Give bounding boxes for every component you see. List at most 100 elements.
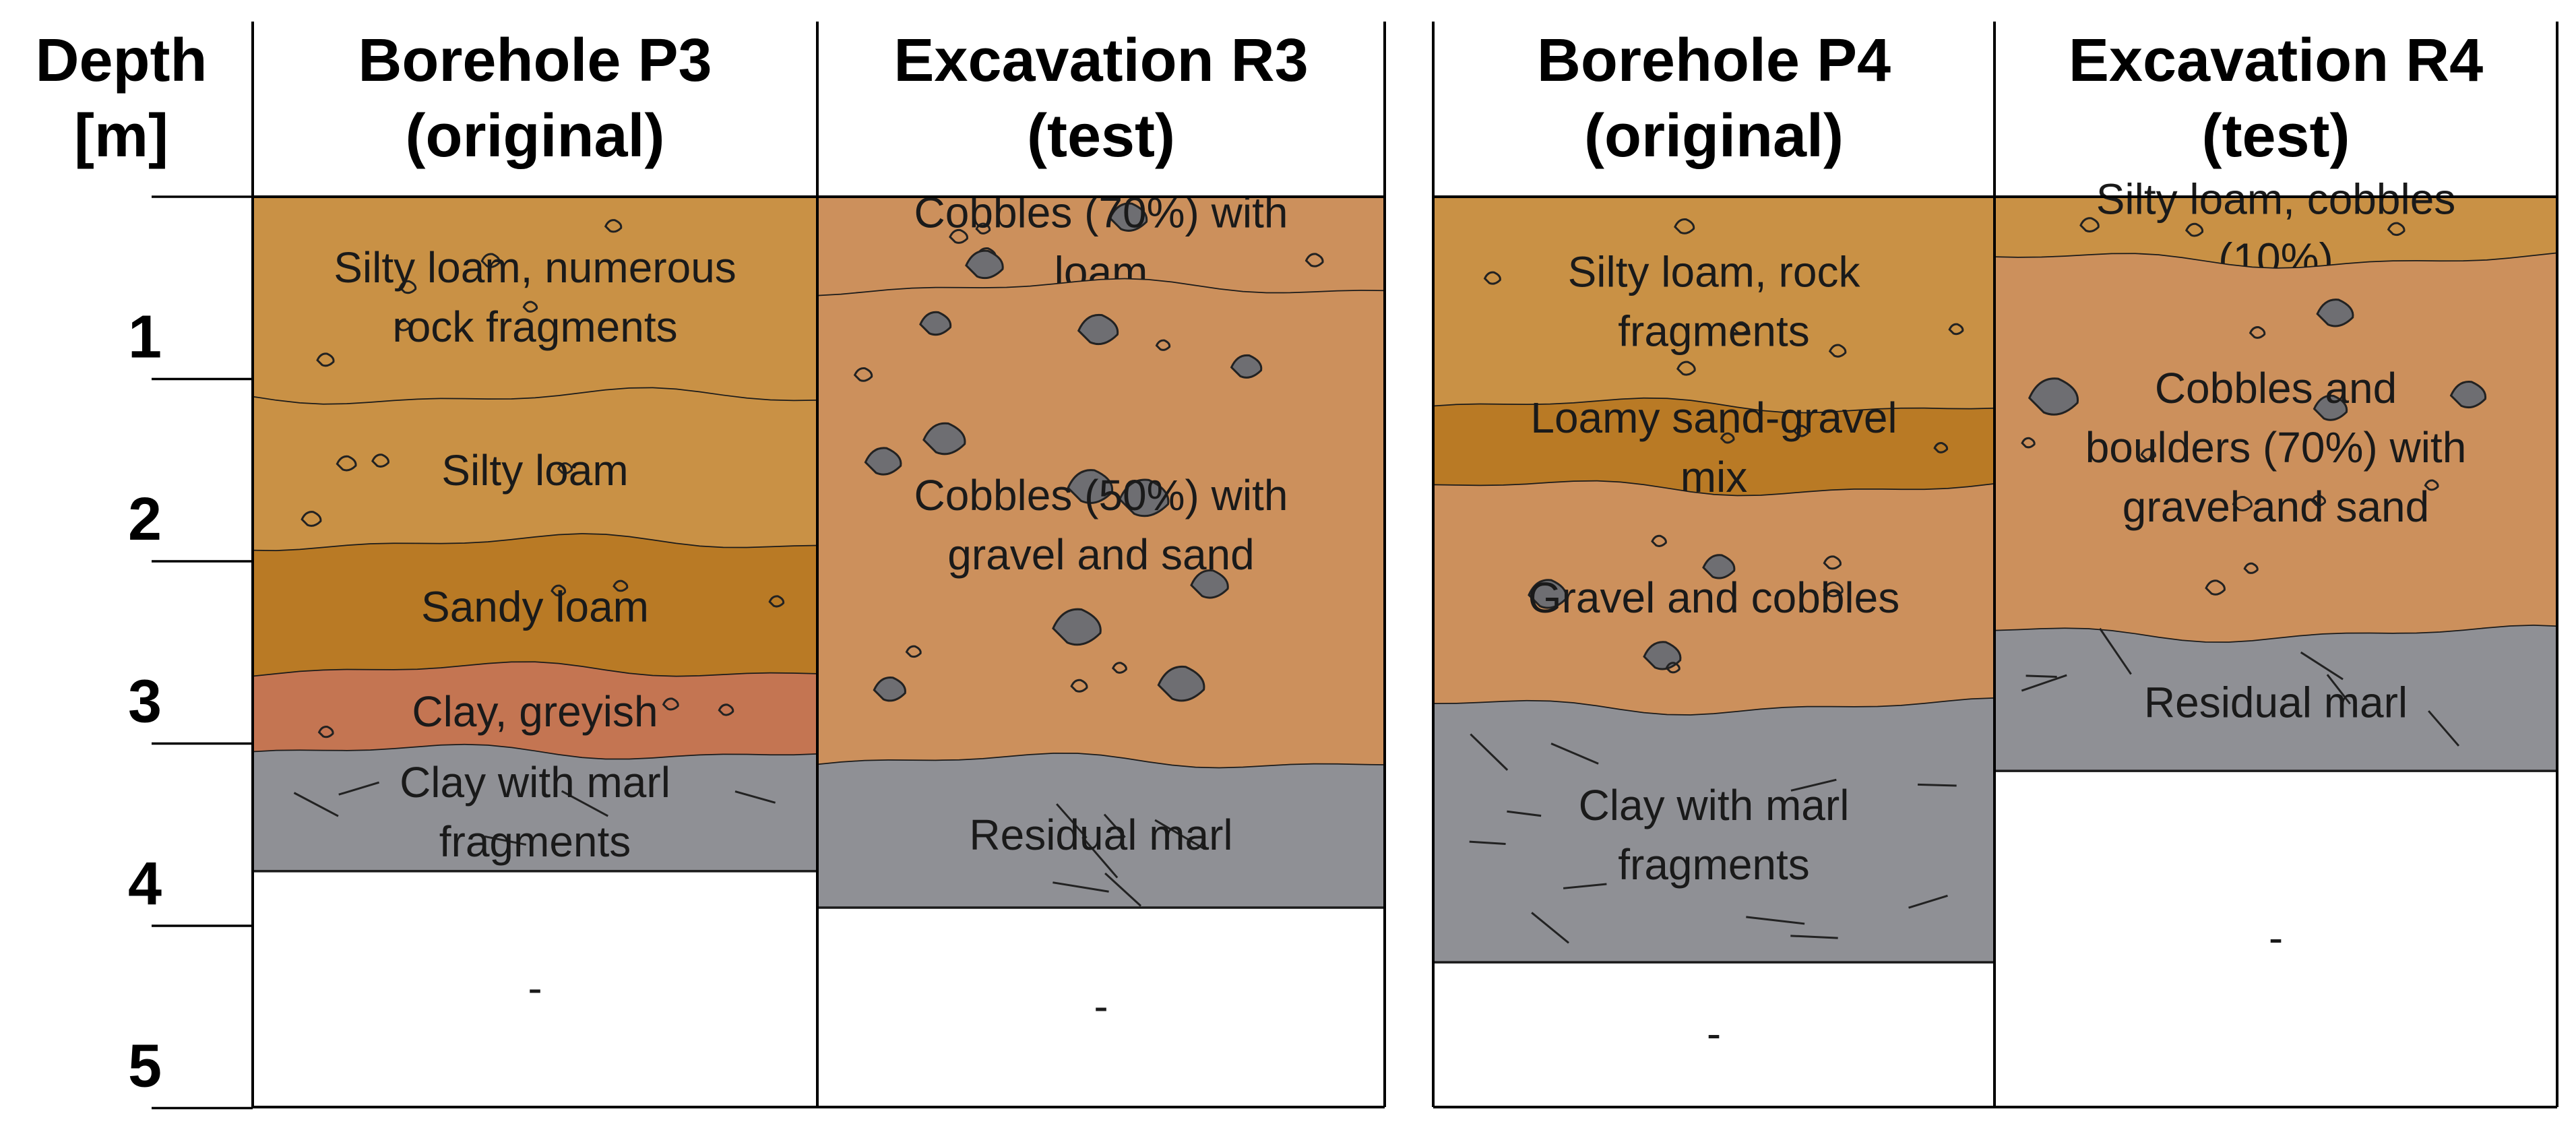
rock-fragment <box>301 511 322 527</box>
column-title-line: Borehole P3 <box>358 27 712 94</box>
rock-fragment <box>1823 555 1842 570</box>
column-title-line: Excavation R4 <box>2069 27 2483 94</box>
layer-label-line: rock fragments <box>392 303 677 351</box>
rock-fragment <box>2316 298 2354 327</box>
soil-layer: Clay with marl fragments <box>253 745 817 873</box>
soil-layer: Silty loam, cobbles(10%) <box>1994 175 2558 282</box>
rock-fragment <box>398 280 417 294</box>
column-title-p4: Borehole P4(original) <box>1537 27 1891 170</box>
rock-fragment <box>853 367 873 382</box>
marl-fragment <box>1470 733 1509 771</box>
rock-fragment <box>2249 326 2266 339</box>
layer-label: Silty loam <box>441 446 628 495</box>
rock-fragment <box>864 447 902 476</box>
depth-label: 5 <box>128 1033 162 1100</box>
marl-fragment <box>1790 935 1838 939</box>
rock-fragment <box>1823 581 1844 598</box>
layer-label-line: Silty loam, rock <box>1568 248 1861 296</box>
layer-label: Residual marl <box>2144 679 2408 727</box>
marl-fragment <box>561 790 608 817</box>
column-frames <box>251 22 2558 1108</box>
marl-fragment <box>1103 813 1126 838</box>
column-title-p3: Borehole P3(original) <box>358 27 712 170</box>
layer-label-line: fragments <box>439 817 631 866</box>
layer-pattern <box>2021 627 2460 747</box>
rock-fragment <box>2079 217 2100 232</box>
column-title-line: Borehole P4 <box>1537 27 1891 94</box>
layer-fill <box>253 197 817 405</box>
marl-fragment <box>2326 674 2351 705</box>
depth-label: 3 <box>128 668 162 736</box>
layer-label: Gravel and cobbles <box>1528 573 1899 622</box>
rock-fragment <box>949 228 968 244</box>
layer-label-line: Cobbles and <box>2155 364 2397 412</box>
marl-fragment <box>2021 674 2067 692</box>
rock-fragment <box>2028 377 2079 416</box>
soil-layer: Silty loam, rock fragments <box>1433 197 1995 415</box>
layer-label-line: Clay with marl <box>400 758 670 807</box>
rock-fragment <box>1052 608 1102 646</box>
depth-label: 2 <box>128 486 162 553</box>
layer-fill <box>253 662 817 760</box>
layer-label-line: boulders (70%) with <box>2085 423 2467 472</box>
layer-label-line: Residual marl <box>2144 679 2408 727</box>
layer-label-line: Clay, greyish <box>412 687 658 736</box>
rock-fragment <box>975 222 991 234</box>
rock-fragment <box>2021 437 2036 449</box>
rock-fragment <box>1157 665 1205 702</box>
rock-fragment <box>1793 425 1809 437</box>
rock-fragment <box>336 455 357 472</box>
layer-label: Clay with marl fragments <box>400 758 670 866</box>
layer-pattern <box>1720 425 1949 453</box>
marl-fragment <box>1469 840 1506 846</box>
rock-fragment <box>2313 394 2348 421</box>
rock-fragment <box>1720 432 1735 444</box>
layer-fill <box>817 279 1385 769</box>
layer-label-line: Sandy loam <box>421 583 649 631</box>
layer-label-line: gravel and sand <box>947 530 1254 579</box>
layer-label-line: fragments <box>1618 307 1810 356</box>
depth-header: Depth[m] <box>36 27 208 170</box>
layer-fill <box>1433 481 1994 716</box>
rock-fragment <box>612 579 629 592</box>
depth-label: 1 <box>128 304 162 371</box>
layer-pattern <box>316 219 623 367</box>
rock-fragment <box>1651 534 1667 547</box>
layer-pattern <box>317 697 734 738</box>
layer-label-line: Silty loam <box>441 446 628 495</box>
layer-label: Silty loam, rock fragments <box>1568 248 1861 356</box>
soil-layer: Residual marl <box>817 753 1385 909</box>
layer-pattern <box>1483 218 1964 376</box>
layer-pattern <box>551 579 785 608</box>
layer-pattern <box>293 781 776 846</box>
rock-fragment <box>1528 579 1567 609</box>
rock-fragment <box>557 462 573 474</box>
no-data-dash: - <box>2269 914 2283 962</box>
layer-label-line: Gravel and cobbles <box>1528 573 1899 622</box>
layer-fill <box>817 753 1385 908</box>
marl-fragment <box>1507 810 1542 817</box>
column-title-r4: Excavation R4(test) <box>2069 27 2483 170</box>
rock-fragment <box>1108 202 1148 232</box>
rock-fragment <box>1077 313 1119 346</box>
rock-fragment <box>2243 562 2259 574</box>
rock-fragment <box>1155 339 1171 351</box>
layer-fill <box>1994 253 2557 643</box>
layer-label-line: Silty loam, numerous <box>334 243 736 292</box>
marl-fragment <box>484 835 527 846</box>
layer-pattern <box>2079 217 2406 237</box>
rock-fragment <box>1732 321 1750 335</box>
rock-fragment <box>768 595 785 608</box>
rock-fragment <box>1070 679 1088 693</box>
rock-fragment <box>2311 495 2327 507</box>
layer-label: Silty loam, cobbles(10%) <box>2096 175 2456 282</box>
rock-fragment <box>1230 354 1263 379</box>
rock-fragment <box>1112 662 1127 674</box>
layer-fill <box>817 197 1385 296</box>
